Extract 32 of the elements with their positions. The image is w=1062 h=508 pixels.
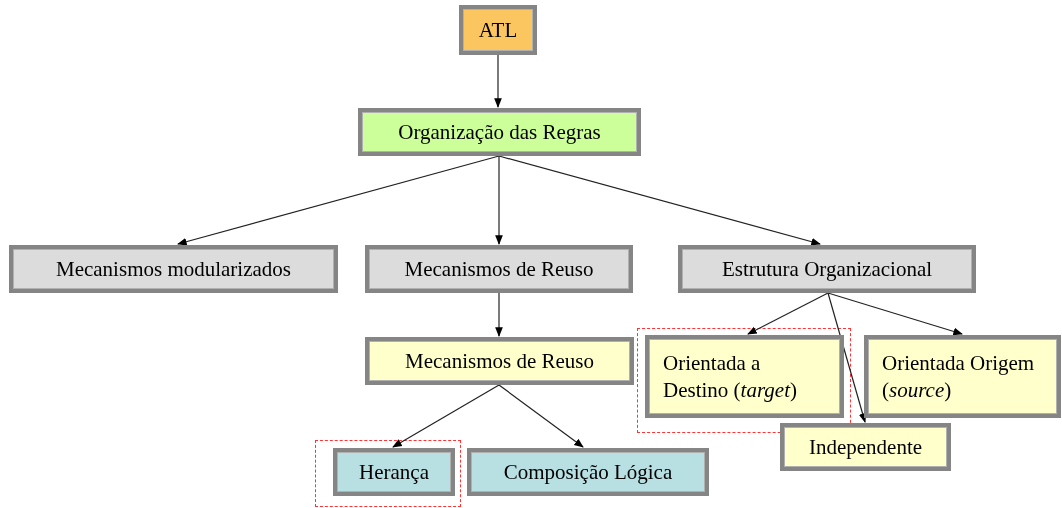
box-label: Independente (808, 433, 923, 461)
box-label: Organização das Regras (398, 118, 601, 146)
box-label: Mecanismos modularizados (56, 255, 291, 283)
arrow (177, 155, 500, 246)
box-label: Orientada Origem (source) (882, 350, 1036, 403)
process-box (9, 245, 338, 293)
arrow (392, 384, 500, 448)
arrow (495, 292, 503, 337)
process-box (467, 448, 709, 496)
process-box (780, 423, 951, 471)
box-label: ATL (478, 16, 518, 44)
process-box (645, 335, 844, 418)
box-label: Orientada a Destino (target) (663, 350, 798, 403)
arrow (498, 384, 584, 448)
box-label: Estrutura Organizacional (721, 255, 933, 283)
arrow (827, 292, 963, 336)
box-label: Composição Lógica (503, 458, 673, 486)
process-box (459, 5, 537, 55)
process-box (333, 448, 455, 496)
arrow (494, 54, 502, 108)
process-box (365, 245, 633, 293)
arrow (827, 292, 867, 423)
arrow (747, 292, 829, 335)
box-label: Herança (359, 458, 429, 486)
process-box (365, 337, 634, 385)
box-label: Mecanismos de Reuso (404, 255, 594, 283)
box-label: Mecanismos de Reuso (405, 347, 594, 375)
process-box (358, 108, 641, 156)
process-box (678, 245, 976, 293)
arrow (495, 155, 503, 245)
process-box (864, 335, 1061, 418)
arrow (498, 155, 821, 246)
